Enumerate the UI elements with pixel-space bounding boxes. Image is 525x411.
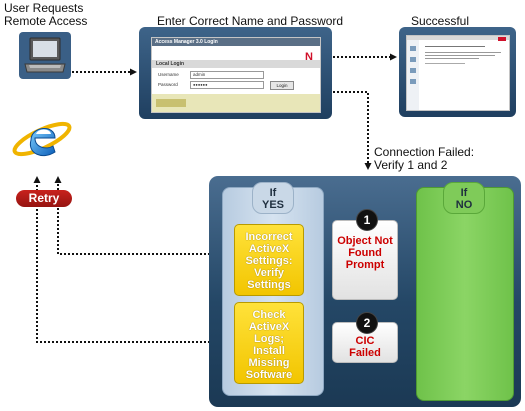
step-1-line-3: Prompt — [345, 259, 385, 271]
no-header-line-2: NO — [455, 199, 473, 211]
internet-explorer-icon — [9, 106, 75, 170]
yes-header-line-2: YES — [261, 199, 284, 211]
action-2-line-5: Missing — [248, 357, 290, 369]
success-brand-mark — [498, 37, 506, 41]
vendor-logo — [156, 99, 186, 107]
yes-header: If YES — [252, 182, 294, 214]
connection-failed-line-2: Verify 1 and 2 — [374, 158, 448, 172]
action-2-line-4: Install — [253, 345, 285, 357]
arrow-login-to-failure — [333, 91, 372, 170]
action-2-line-2: ActiveX — [248, 321, 290, 333]
action-incorrect-activex: Incorrect ActiveX Settings: Verify Setti… — [234, 224, 304, 296]
action-2-line-6: Software — [245, 369, 293, 381]
no-header: If NO — [443, 182, 485, 214]
action-2-line-1: Check — [252, 309, 286, 321]
step-cic-failed: CIC Failed — [332, 322, 398, 363]
user-requests-line-1: User Requests — [4, 1, 84, 15]
brand-mark: N — [305, 51, 313, 63]
password-label: Password — [158, 82, 178, 87]
arrow-action1-to-browser — [54, 176, 222, 255]
login-window: Access Manager 3.0 Login N Local Login U… — [151, 37, 321, 113]
login-button[interactable]: Login — [270, 81, 294, 90]
success-sidebar — [407, 40, 419, 110]
user-requests-line-2: Remote Access — [4, 14, 88, 28]
success-title-bar — [407, 36, 509, 40]
action-1-line-4: Verify — [254, 267, 284, 279]
step-1-line-2: Found — [348, 247, 382, 259]
step-object-not-found: Object Not Found Prompt — [332, 220, 398, 300]
login-footer — [152, 94, 320, 112]
step-1-badge: 1 — [356, 209, 378, 231]
laptop-icon — [19, 32, 71, 79]
connection-failed-label: Connection Failed: Verify 1 and 2 — [374, 146, 474, 172]
action-1-line-2: ActiveX — [248, 243, 290, 255]
no-column — [416, 187, 514, 401]
arrow-action2-to-browser — [33, 176, 222, 343]
action-1-line-3: Settings: — [245, 255, 293, 267]
user-requests-label: User Requests Remote Access — [4, 2, 87, 28]
no-header-text: If NO — [444, 187, 484, 211]
action-check-activex-logs: Check ActiveX Logs; Install Missing Soft… — [234, 302, 304, 384]
username-label: Username — [158, 72, 179, 77]
action-1-line-5: Settings — [247, 279, 291, 291]
retry-badge: Retry — [16, 190, 72, 207]
no-header-line-1: If — [460, 187, 468, 199]
success-window — [406, 35, 510, 111]
login-screenshot: Access Manager 3.0 Login N Local Login U… — [139, 27, 332, 119]
step-2-line-1: CIC — [355, 335, 375, 347]
step-2-badge: 2 — [356, 312, 378, 334]
username-field[interactable]: admin — [190, 71, 264, 79]
login-title-bar: Access Manager 3.0 Login — [152, 38, 320, 46]
yes-header-text: If YES — [253, 187, 293, 211]
login-heading: Local Login — [152, 60, 320, 68]
password-field[interactable]: ●●●●●● — [190, 81, 264, 89]
connection-failed-line-1: Connection Failed: — [374, 145, 475, 159]
yes-header-line-1: If — [269, 187, 277, 199]
success-screenshot — [399, 27, 516, 117]
enter-credentials-label: Enter Correct Name and Password — [157, 14, 344, 28]
action-1-line-1: Incorrect — [245, 231, 293, 243]
step-1-line-1: Object Not — [337, 235, 393, 247]
step-2-line-2: Failed — [349, 347, 381, 359]
action-2-line-3: Logs; — [254, 333, 284, 345]
